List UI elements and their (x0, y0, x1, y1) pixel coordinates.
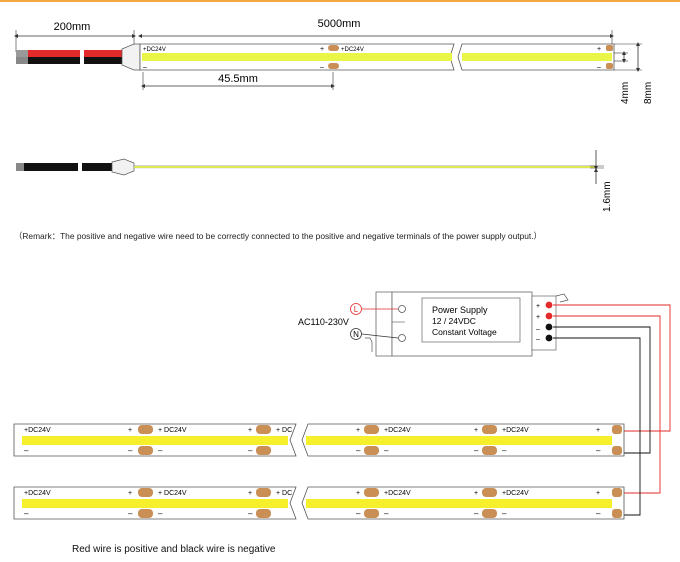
svg-text:+: + (320, 46, 324, 53)
svg-text:+: + (474, 427, 478, 434)
svg-text:+ DC24V: + DC24V (158, 490, 187, 497)
svg-text:+DC24V: +DC24V (24, 427, 51, 434)
svg-text:–: – (536, 326, 540, 333)
svg-text:–: – (596, 446, 601, 455)
wire-connector (121, 43, 141, 71)
svg-text:+: + (128, 490, 132, 497)
power-supply-label-panel (421, 297, 521, 343)
svg-text:+: + (474, 490, 478, 497)
svg-text:L: L (354, 305, 359, 314)
neutral-symbol (350, 328, 362, 340)
top-strip-label: +DC24V (143, 47, 166, 53)
svg-text:–: – (596, 509, 601, 518)
cob-led-band (22, 436, 288, 445)
wiring-remark: （Remark：The positive and negative wire n… (14, 231, 542, 241)
svg-text:+: + (248, 490, 252, 497)
svg-text:+DC24V: +DC24V (384, 427, 411, 434)
svg-text:+DC24V: +DC24V (502, 427, 529, 434)
svg-text:–: – (597, 64, 601, 71)
svg-text:–: – (128, 509, 133, 518)
svg-text:–: – (143, 64, 147, 71)
svg-text:+: + (248, 427, 252, 434)
svg-text:–: – (536, 336, 540, 343)
svg-text:–: – (128, 446, 133, 455)
psu-negative-terminal (545, 323, 553, 331)
svg-text:–: – (24, 446, 29, 455)
dim-cut-unit: 45.5mm (218, 73, 258, 85)
svg-text:+: + (128, 427, 132, 434)
svg-text:–: – (24, 509, 29, 518)
psu-positive-terminal (545, 301, 553, 309)
svg-text:–: – (158, 509, 163, 518)
copper-pad (328, 45, 339, 51)
svg-text:+DC24V: +DC24V (341, 47, 364, 53)
svg-text:+: + (596, 490, 600, 497)
svg-text:–: – (248, 509, 253, 518)
dim-strip-width: 8mm (643, 82, 654, 104)
svg-text:+DC24V: +DC24V (384, 490, 411, 497)
dim-strip-length: 5000mm (318, 18, 361, 30)
cob-led-band (142, 53, 452, 61)
psu-title: Power Supply (432, 305, 488, 315)
dim-pcb-width: 4mm (620, 82, 631, 104)
svg-text:–: – (158, 446, 163, 455)
svg-text:+: + (356, 490, 360, 497)
svg-text:–: – (474, 446, 479, 455)
svg-text:+ DC: + DC (276, 427, 292, 434)
psu-input-terminal-live (398, 305, 406, 313)
svg-text:–: – (356, 446, 361, 455)
top-strip-view: 200mm 5000mm +DC24V – + – +DC24V + – 45 (14, 18, 654, 104)
svg-text:+: + (356, 427, 360, 434)
svg-text:+ DC24V: + DC24V (158, 427, 187, 434)
strip-side-profile (133, 165, 597, 169)
dim-thickness: 1.6mm (602, 181, 613, 212)
svg-text:–: – (384, 446, 389, 455)
top-accent-rule (0, 0, 680, 2)
input-voltage-label: AC110-230V (298, 317, 349, 327)
svg-text:+: + (596, 427, 600, 434)
side-strip-view: 1.6mm (16, 150, 613, 212)
svg-text:+: + (597, 46, 601, 53)
black-wire (28, 57, 80, 64)
svg-text:+DC24V: +DC24V (24, 490, 51, 497)
svg-text:–: – (502, 446, 507, 455)
psu-voltage: 12 / 24VDC (432, 316, 476, 326)
cob-led-band (22, 499, 288, 508)
svg-text:–: – (248, 446, 253, 455)
red-output-wire (553, 304, 671, 432)
svg-text:–: – (474, 509, 479, 518)
wire-color-note: Red wire is positive and black wire is n… (72, 544, 276, 555)
svg-text:+ DC: + DC (276, 490, 292, 497)
wired-strip-2: +DC24V – + – + DC24V – + – + DC + – +DC2… (13, 486, 625, 520)
svg-text:–: – (356, 509, 361, 518)
wired-strip-1: +DC24V – + – + DC24V – + – + DC + – +DC2… (13, 423, 625, 457)
svg-text:+: + (536, 303, 540, 310)
psu-mode: Constant Voltage (432, 327, 497, 337)
red-wire (28, 50, 80, 57)
svg-text:–: – (502, 509, 507, 518)
svg-text:+: + (536, 314, 540, 321)
dim-wire-length: 200mm (54, 21, 91, 33)
svg-text:–: – (320, 64, 324, 71)
power-supply-diagram: Power Supply 12 / 24VDC Constant Voltage… (298, 291, 671, 516)
svg-text:–: – (384, 509, 389, 518)
svg-text:+DC24V: +DC24V (502, 490, 529, 497)
svg-text:N: N (353, 330, 359, 339)
live-symbol (350, 303, 362, 315)
black-output-wire (553, 326, 651, 454)
